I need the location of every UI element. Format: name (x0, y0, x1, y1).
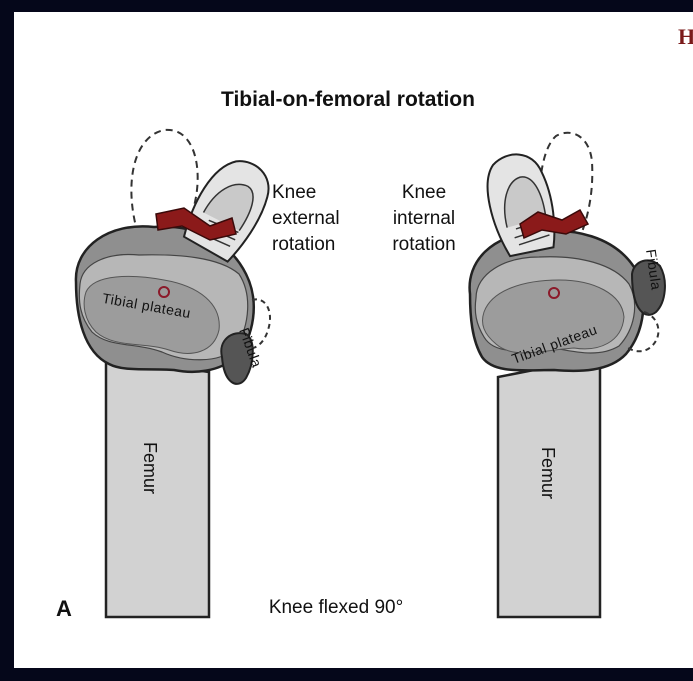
corner-letter: H (678, 24, 693, 49)
knee-rotation-diagram: H Tibial-on-femoral rotation Knee extern (14, 12, 693, 668)
figure-canvas: H Tibial-on-femoral rotation Knee extern (14, 12, 693, 668)
left-rotation-label-line1: Knee (272, 182, 316, 203)
left-knee-panel: Knee external rotation Tibial plateau Fi… (76, 130, 340, 617)
right-rotation-label-line2: internal (393, 208, 455, 229)
panel-letter: A (56, 596, 72, 621)
figure-caption: Knee flexed 90° (269, 597, 403, 618)
figure-title: Tibial-on-femoral rotation (221, 88, 475, 111)
right-rotation-label-line3: rotation (392, 234, 455, 255)
right-rotation-label-line1: Knee (402, 182, 446, 203)
right-knee-panel: Knee internal rotation Tibial plateau Fi… (392, 133, 665, 617)
right-femur-label: Femur (538, 447, 558, 499)
right-shoe (476, 147, 566, 262)
left-rotation-label-line3: rotation (272, 234, 335, 255)
left-rotation-label-line2: external (272, 208, 340, 229)
left-femur-label: Femur (140, 442, 160, 494)
